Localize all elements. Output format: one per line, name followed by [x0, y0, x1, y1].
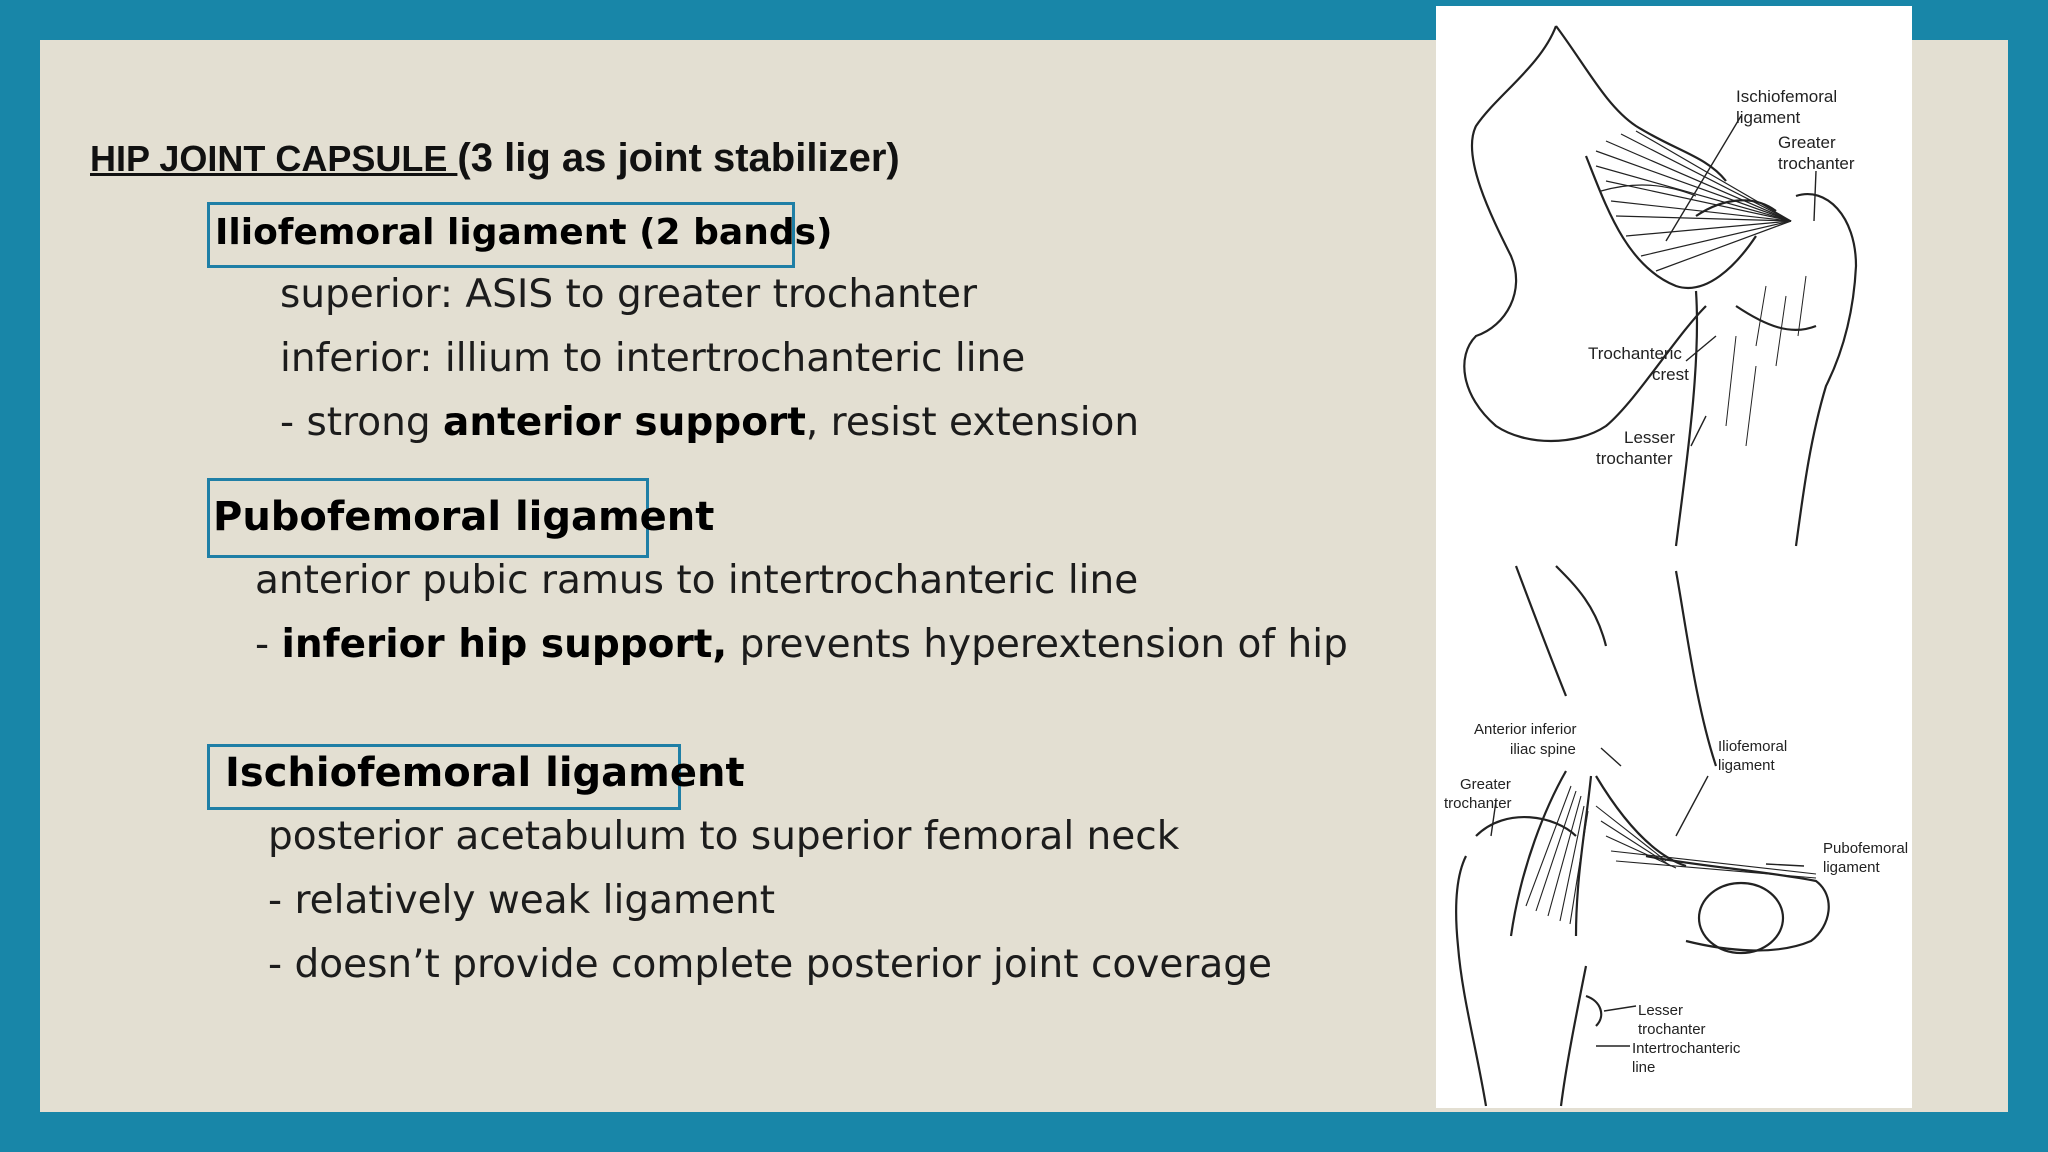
- bottom-label-aiis-1: Anterior inferior: [1474, 721, 1577, 738]
- ischiofemoral-line-1: posterior acetabulum to superior femoral…: [268, 814, 1180, 859]
- ischiofemoral-line-2: - relatively weak ligament: [268, 878, 775, 923]
- hip-posterior-and-anterior-views: Ischiofemoral ligament Greater trochante…: [1444, 25, 1908, 1107]
- slide-title: HIP JOINT CAPSULE (3 lig as joint stabil…: [90, 136, 900, 181]
- slide-title-rest: (3 lig as joint stabilizer): [457, 136, 900, 180]
- slide-title-underlined: HIP JOINT CAPSULE: [90, 138, 458, 179]
- top-label-crest-1: Trochanteric: [1588, 344, 1682, 363]
- pubofemoral-line-2-bold: inferior hip support,: [281, 622, 728, 667]
- top-label-ischiofemoral-1: Ischiofemoral: [1736, 87, 1837, 106]
- top-label-crest-2: crest: [1652, 365, 1689, 384]
- top-label-greater-1: Greater: [1778, 133, 1836, 152]
- bottom-label-pubo-2: ligament: [1823, 859, 1881, 876]
- iliofemoral-line-3: - strong anterior support, resist extens…: [280, 400, 1139, 445]
- pubofemoral-heading: Pubofemoral ligament: [213, 494, 715, 540]
- iliofemoral-line-3-bold: anterior support: [443, 400, 806, 445]
- bottom-label-ilio-2: ligament: [1718, 757, 1776, 774]
- pubofemoral-line-2: - inferior hip support, prevents hyperex…: [255, 622, 1348, 667]
- bottom-label-inter-2: line: [1632, 1059, 1655, 1076]
- anterior-view-drawing: [1454, 565, 1830, 1107]
- ischiofemoral-heading-box: [207, 744, 681, 810]
- bottom-label-greater-1: Greater: [1460, 776, 1511, 793]
- top-label-lesser-1: Lesser: [1624, 428, 1675, 447]
- iliofemoral-line-3-pre: - strong: [280, 400, 443, 445]
- pubofemoral-line-1: anterior pubic ramus to intertrochanteri…: [255, 558, 1139, 603]
- pubofemoral-heading-box: [207, 478, 649, 558]
- iliofemoral-line-1: superior: ASIS to greater trochanter: [280, 272, 978, 317]
- bottom-label-ilio-1: Iliofemoral: [1718, 738, 1787, 755]
- iliofemoral-heading: Iliofemoral ligament (2 bands): [215, 212, 833, 253]
- bottom-label-inter-1: Intertrochanteric: [1632, 1040, 1741, 1057]
- bottom-label-lesser-2: trochanter: [1638, 1021, 1706, 1038]
- ischiofemoral-heading: Ischiofemoral ligament: [225, 750, 745, 796]
- posterior-view-drawing: [1463, 25, 1858, 547]
- top-label-greater-2: trochanter: [1778, 154, 1855, 173]
- top-label-lesser-2: trochanter: [1596, 449, 1673, 468]
- pubofemoral-line-2-post: prevents hyperextension of hip: [727, 622, 1348, 667]
- bottom-label-greater-2: trochanter: [1444, 795, 1512, 812]
- bottom-label-aiis-2: iliac spine: [1510, 741, 1576, 758]
- ischiofemoral-line-3: - doesn’t provide complete posterior joi…: [268, 942, 1273, 987]
- hip-ligament-illustrations: Ischiofemoral ligament Greater trochante…: [1436, 6, 1912, 1108]
- bottom-label-pubo-1: Pubofemoral: [1823, 840, 1908, 857]
- iliofemoral-line-3-post: , resist extension: [805, 400, 1140, 445]
- bottom-label-lesser-1: Lesser: [1638, 1002, 1683, 1019]
- iliofemoral-line-2: inferior: illium to intertrochanteric li…: [280, 336, 1026, 381]
- iliofemoral-heading-box: [207, 202, 795, 268]
- top-label-ischiofemoral-2: ligament: [1736, 108, 1801, 127]
- pubofemoral-line-2-pre: -: [255, 622, 282, 667]
